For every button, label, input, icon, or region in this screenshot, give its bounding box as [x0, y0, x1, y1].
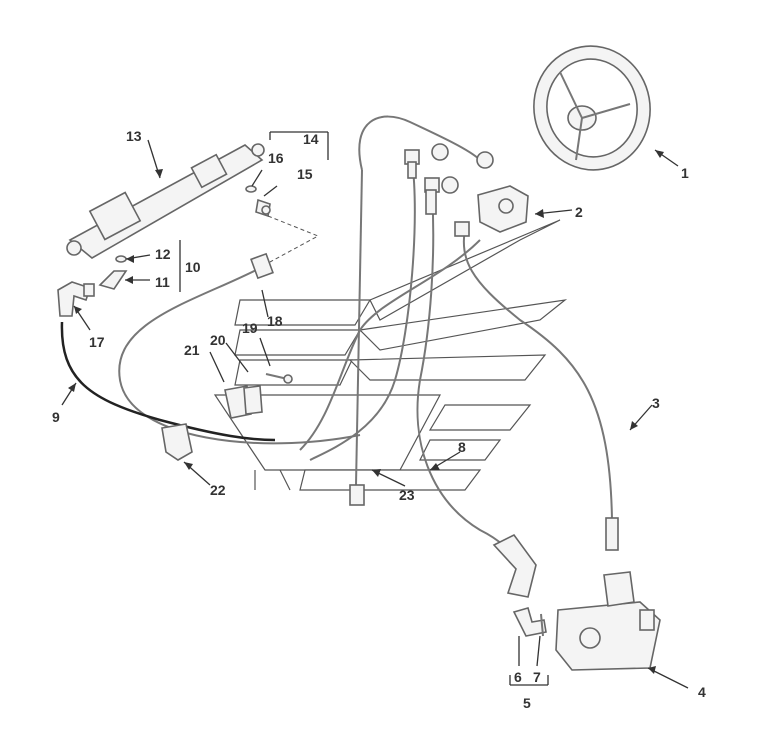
bolt-19 [265, 373, 293, 384]
o-ring-16 [245, 185, 257, 193]
o-ring-7 [540, 613, 544, 637]
callout-3: 3 [652, 395, 660, 411]
steering-wheel [533, 45, 651, 171]
steering-cylinder [66, 143, 265, 259]
frame-outline [213, 219, 568, 491]
callout-22: 22 [210, 482, 226, 498]
callout-18: 18 [267, 313, 283, 329]
scu-fittings [404, 143, 494, 237]
callout-23: 23 [399, 487, 415, 503]
hose-elbow [492, 533, 537, 598]
callout-15: 15 [297, 166, 313, 182]
callout-9: 9 [52, 409, 60, 425]
callout-13: 13 [126, 128, 142, 144]
callout-21: 21 [184, 342, 200, 358]
hose-set [60, 115, 613, 566]
plate-20 [243, 385, 263, 415]
callout-6: 6 [514, 669, 522, 685]
callout-14: 14 [303, 131, 319, 147]
callout-1: 1 [681, 165, 689, 181]
callout-labels: 1 2 3 4 5 6 7 8 9 10 11 12 13 14 15 16 1… [52, 128, 706, 711]
callout-11: 11 [155, 274, 170, 290]
callout-8: 8 [458, 439, 466, 455]
callout-16: 16 [268, 150, 284, 166]
callout-12: 12 [155, 246, 171, 262]
o-ring-12 [115, 255, 127, 263]
callout-17: 17 [89, 334, 105, 350]
fitting-dash-line [267, 215, 320, 263]
callout-4: 4 [698, 684, 706, 700]
fitting-23 [349, 484, 365, 506]
callout-20: 20 [210, 332, 226, 348]
hose-end-3 [605, 517, 619, 551]
priority-valve [555, 571, 661, 671]
callout-7: 7 [533, 669, 541, 685]
callout-2: 2 [575, 204, 583, 220]
bracket-22 [161, 423, 193, 461]
callout-10: 10 [185, 259, 201, 275]
steering-control-unit [477, 185, 529, 233]
fitting-18 [250, 252, 274, 280]
callout-5: 5 [523, 695, 531, 711]
callout-19: 19 [242, 320, 258, 336]
elbow-17 [57, 281, 92, 317]
fitting-15 [255, 198, 271, 218]
fitting-11 [83, 270, 128, 297]
elbow-fitting-6 [512, 607, 547, 637]
leader-arrowheads [68, 150, 664, 674]
